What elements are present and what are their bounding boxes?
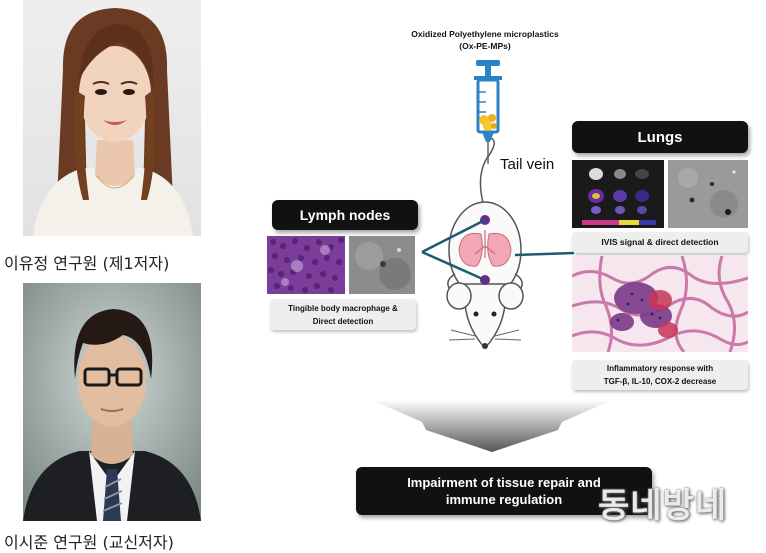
ivis-caption: IVIS signal & direct detection [572, 232, 748, 253]
lung-left [458, 232, 483, 267]
watermark: 동네방네 [598, 486, 728, 526]
connector-lines [421, 218, 575, 282]
ivis-signal-image [572, 160, 664, 228]
portrait-photo-corresponding-author [23, 283, 201, 521]
conclusion-box: Impairment of tissue repair and immune r… [356, 467, 652, 515]
lung-histology-image [572, 256, 748, 352]
lung-direct-detection-image [668, 160, 748, 228]
conclusion-text: Impairment of tissue repair and immune r… [407, 475, 601, 507]
injection-title: Oxidized Polyethylene microplastics (Ox-… [385, 28, 585, 52]
corresponding-author-caption: 이시준 연구원 (교신저자) [4, 533, 174, 552]
injection-title-line2: (Ox-PE-MPs) [459, 41, 511, 51]
lymph-node-detection-image [349, 236, 415, 294]
down-arrow-icon [372, 400, 612, 452]
mouse-tail [479, 138, 495, 211]
portrait-photo-first-author [23, 0, 201, 236]
lung-right [487, 232, 512, 267]
tail-vein-label: Tail vein [500, 156, 555, 173]
lymph-node-histology-image [267, 236, 345, 294]
lymph-nodes-title: Lymph nodes [272, 200, 418, 230]
inflammation-caption: Inflammatory response with TGF-β, IL-10,… [572, 360, 748, 390]
lymph-nodes-caption: Tingible body macrophage & Direct detect… [270, 299, 416, 330]
first-author-caption: 이유정 연구원 (제1저자) [4, 254, 170, 273]
syringe-icon [474, 60, 502, 164]
lungs-title: Lungs [572, 121, 748, 153]
injection-title-line1: Oxidized Polyethylene microplastics [411, 29, 559, 39]
